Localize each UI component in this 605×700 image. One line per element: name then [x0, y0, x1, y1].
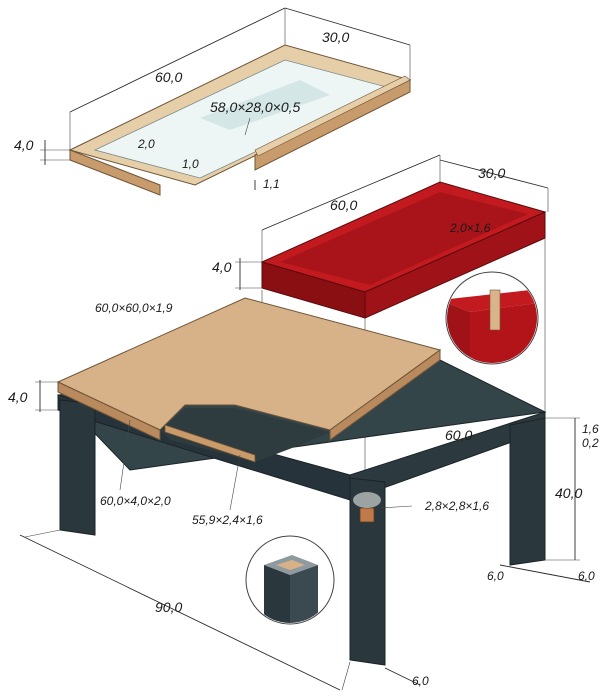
leg-cap	[359, 507, 375, 523]
frame-dimensions	[40, 7, 411, 190]
leg-front	[349, 477, 386, 666]
leg-right	[509, 417, 546, 566]
frame-rebate-label: 1,1	[263, 177, 280, 191]
leg-back-left	[59, 399, 96, 536]
tray-length-label: 60,0	[330, 197, 357, 213]
frame-lip-label: 2,0	[137, 137, 155, 151]
wood-strip	[164, 424, 256, 463]
frame-length-label: 60,0	[155, 69, 182, 85]
tray-height-label: 4,0	[212, 259, 232, 275]
frame-height-label: 4,0	[14, 137, 34, 153]
leg-glow	[353, 492, 381, 508]
tray-inner	[280, 192, 528, 285]
wood-tabletop	[56, 297, 442, 431]
top-dims-label: 60,0×60,0×1,9	[95, 301, 173, 315]
cutaway-groove	[160, 408, 330, 462]
table	[56, 297, 547, 666]
base-d1-label: 1,6	[582, 422, 599, 436]
wood-tabletop-edge	[57, 381, 161, 441]
glass-reflection	[200, 80, 330, 130]
glass-frame	[68, 44, 412, 196]
base-d2-label: 0,2	[582, 436, 599, 450]
wood-tabletop-edge-right	[329, 349, 441, 441]
leg-hollow-detail	[245, 535, 335, 625]
glass-dims-label: 58,0×28,0×0,5	[210, 99, 301, 115]
leg-height-label: 40,0	[555, 485, 582, 501]
base-width-label: 60,0	[445, 427, 472, 443]
table-dimensions	[19, 380, 591, 691]
red-tray	[260, 181, 547, 319]
leg-dims-label: 2,8×2,8×1,6	[424, 499, 489, 513]
top-height-label: 4,0	[8, 389, 28, 405]
tray-width-label: 30,0	[478, 165, 505, 181]
glass-gap-label: 1,0	[182, 157, 199, 171]
frame-width-label: 30,0	[322, 29, 349, 45]
leg-w2-label: 6,0	[578, 569, 595, 583]
tray-inner-label: 2,0×1,6	[449, 221, 491, 235]
leg-w1-label: 6,0	[487, 569, 504, 583]
table-length-label: 90,0	[155, 599, 182, 615]
apron-dims-label: 60,0×4,0×2,0	[100, 494, 171, 508]
leg-front-label: 6,0	[412, 674, 429, 688]
strip-dims-label: 55,9×2,4×1,6	[192, 513, 263, 527]
tray-corner-detail	[445, 271, 539, 365]
frame-front-rail	[69, 149, 161, 196]
